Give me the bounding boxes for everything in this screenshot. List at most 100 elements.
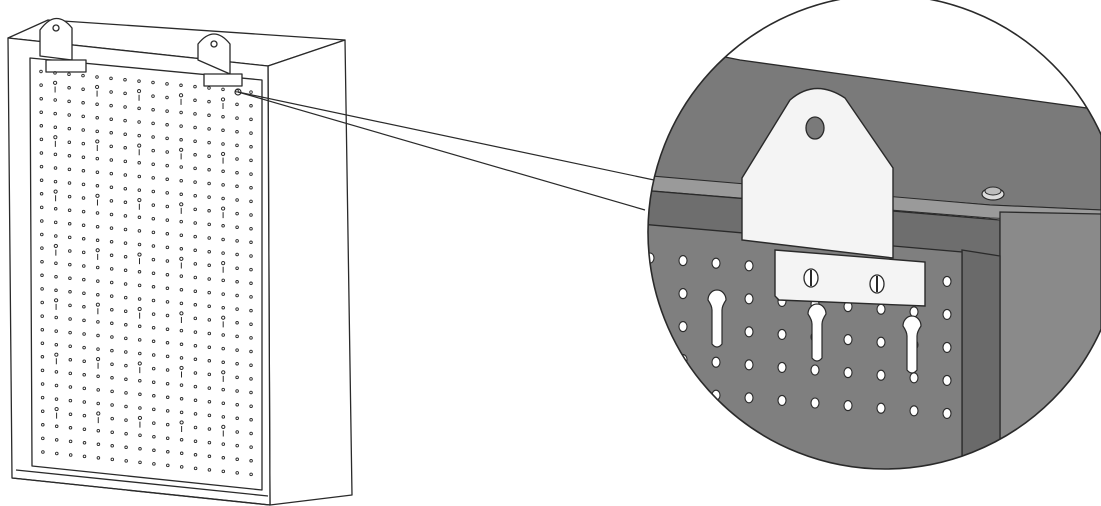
peg-hole [648, 351, 655, 363]
peg-hole [110, 457, 115, 462]
peg-hole [207, 290, 211, 295]
peg-hole [221, 346, 225, 351]
peg-hole [68, 249, 72, 253]
peg-hole [67, 86, 71, 90]
peg-hole [193, 234, 197, 239]
peg-hole [82, 427, 87, 431]
peg-hole [235, 443, 239, 448]
keyhole-slot [221, 424, 226, 437]
peg-hole [235, 430, 239, 434]
peg-hole [165, 123, 169, 127]
peg-hole [96, 333, 100, 338]
bracket-hanger-closeup [741, 87, 894, 259]
keyhole-slot [179, 311, 184, 323]
peg-hole [179, 178, 183, 183]
peg-hole [166, 450, 170, 454]
peg-hole [67, 181, 72, 185]
peg-hole [124, 377, 128, 382]
peg-hole [165, 313, 170, 318]
keyhole-slot [95, 84, 100, 97]
keyhole-slot [221, 370, 226, 382]
peg-hole [67, 99, 71, 104]
peg-hole [193, 357, 198, 362]
peg-hole [96, 442, 101, 447]
peg-hole [123, 118, 127, 123]
peg-hole [193, 84, 197, 89]
peg-hole [138, 447, 142, 451]
peg-hole [249, 104, 253, 108]
peg-hole [151, 80, 155, 85]
peg-hole [81, 169, 86, 173]
peg-hole [123, 241, 128, 245]
peg-hole [68, 303, 72, 308]
peg-hole [165, 218, 170, 222]
peg-hole [165, 409, 170, 413]
peg-hole [82, 373, 86, 377]
peg-hole [39, 151, 44, 155]
peg-hole [165, 300, 170, 304]
peg-hole [193, 343, 198, 348]
peg-hole [648, 384, 655, 396]
peg-hole [221, 278, 225, 283]
peg-hole [165, 163, 169, 168]
peg-hole [151, 339, 156, 344]
peg-hole [235, 457, 239, 462]
peg-hole [109, 267, 114, 271]
peg-hole [221, 456, 226, 460]
peg-hole [193, 166, 197, 171]
peg-hole [193, 466, 198, 471]
peg-hole [942, 308, 952, 320]
peg-hole [221, 292, 225, 296]
peg-hole [124, 418, 128, 422]
peg-hole [82, 305, 86, 309]
peg-hole [82, 277, 86, 282]
peg-hole [151, 271, 156, 275]
peg-hole [124, 459, 128, 463]
peg-hole [109, 76, 113, 81]
cabinet-side [267, 39, 353, 506]
peg-hole [235, 334, 239, 339]
keyhole-slot [807, 303, 827, 362]
side-frame-strip [961, 249, 1001, 469]
peg-hole [110, 335, 114, 339]
peg-hole [96, 292, 100, 297]
peg-hole [81, 237, 86, 241]
peg-hole [95, 156, 100, 161]
peg-hole [151, 353, 156, 357]
keyhole-slot [179, 93, 184, 105]
peg-hole [249, 390, 253, 395]
keyhole-slot [54, 407, 59, 419]
peg-hole [165, 327, 170, 331]
peg-hole [678, 288, 688, 300]
peg-hole [123, 282, 128, 286]
peg-hole [81, 73, 85, 78]
peg-hole [193, 303, 198, 307]
peg-hole [39, 164, 44, 169]
peg-hole [53, 207, 58, 211]
peg-hole [249, 172, 253, 176]
peg-hole [109, 103, 113, 108]
peg-hole [249, 145, 253, 149]
peg-hole [96, 279, 100, 283]
peg-hole [82, 441, 87, 445]
peg-hole [68, 385, 73, 389]
peg-hole [137, 338, 142, 342]
bracket-plate-left [45, 59, 87, 73]
peg-hole [235, 184, 239, 189]
peg-hole [166, 463, 170, 468]
peg-hole [151, 380, 156, 384]
peg-hole [207, 236, 211, 240]
peg-hole [53, 166, 58, 170]
peg-hole [41, 423, 45, 427]
peg-hole [82, 386, 87, 391]
peg-hole [82, 454, 87, 459]
peg-hole [909, 405, 919, 417]
peg-hole [207, 304, 211, 308]
peg-hole [165, 354, 170, 359]
peg-hole [40, 327, 45, 332]
peg-hole [249, 281, 253, 286]
peg-hole [137, 215, 142, 220]
peg-hole [179, 397, 184, 401]
peg-hole [40, 395, 45, 400]
peg-hole [207, 154, 211, 158]
